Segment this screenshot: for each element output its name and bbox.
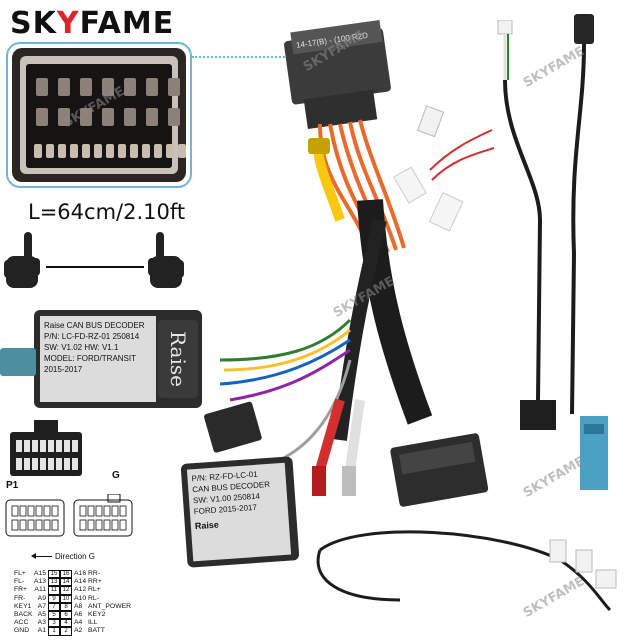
harness-cable-b <box>570 14 608 490</box>
socket-label-g: G <box>112 470 120 481</box>
arrow-left-icon <box>31 553 52 559</box>
connector-shell <box>12 48 186 182</box>
direction-indicator: Direction G <box>31 552 96 561</box>
16-pin-plug-icon <box>10 420 82 476</box>
canbus-decoder-bottom: P/N: RZ-FD-LC-01 CAN BUS DECODER SW: V1.… <box>180 456 300 568</box>
brand-logo-accent: Y <box>56 6 80 41</box>
decoder-bottom-label: P/N: RZ-FD-LC-01 CAN BUS DECODER SW: V1.… <box>186 462 292 562</box>
decoder-top-brand: Raise <box>158 320 198 398</box>
brand-logo-prefix: SK <box>10 6 57 41</box>
harness-cable-a <box>497 20 556 430</box>
socket-outline-a-icon <box>5 499 65 537</box>
connector-closeup <box>6 42 192 188</box>
hand-pointer-right-icon <box>148 232 184 288</box>
decoder-top-label: Raise CAN BUS DECODER P/N: LC-FD-RZ-01 2… <box>40 316 156 402</box>
extension-cable <box>316 530 617 612</box>
direction-label: Direction G <box>55 552 96 561</box>
hand-pointer-left-icon <box>4 232 40 288</box>
wiring-harness: 14-17(B) - (100 R2D <box>204 20 495 507</box>
pin-row-middle <box>36 108 186 126</box>
length-measurement: L=64cm/2.10ft <box>28 200 186 224</box>
brand-logo: SKYFAME <box>10 6 174 41</box>
brand-logo-suffix: FAME <box>79 6 175 41</box>
canbus-decoder-top: Raise CAN BUS DECODER P/N: LC-FD-RZ-01 2… <box>34 310 202 408</box>
fakra-antenna-plug <box>0 348 36 376</box>
pin-row-bottom <box>34 144 186 162</box>
callout-line <box>192 56 292 58</box>
measure-line <box>46 266 144 268</box>
plug-label-p1: P1 <box>6 480 19 491</box>
socket-outline-b-icon <box>73 494 133 537</box>
pin-row-top <box>36 78 186 96</box>
